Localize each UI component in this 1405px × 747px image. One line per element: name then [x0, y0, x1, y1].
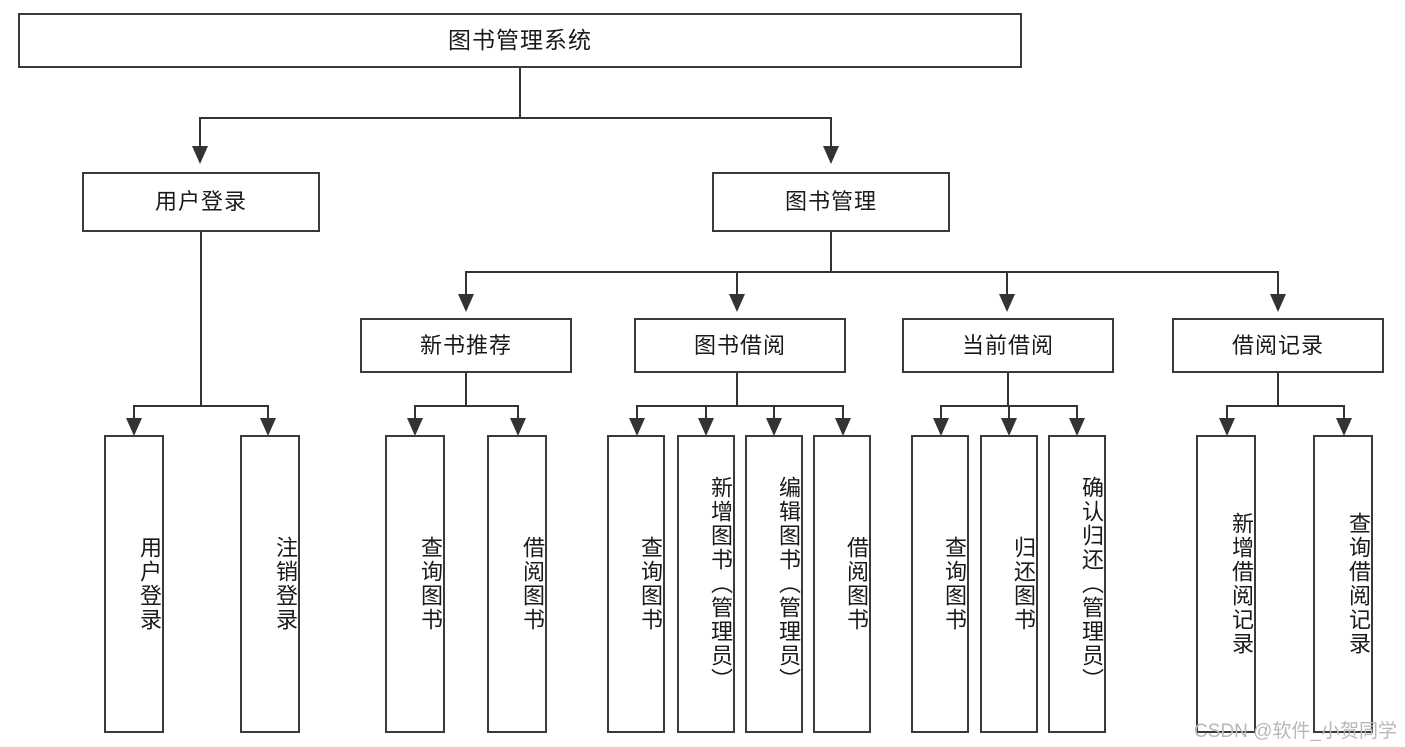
connector-level2-drop-0: [465, 271, 467, 297]
arrow-to-user-login: [192, 146, 208, 164]
connector-borrow-record-bar: [1226, 405, 1344, 407]
connector-new-book-stem: [465, 373, 467, 406]
arrow-to-new-book-recommend: [458, 294, 474, 312]
leaf-user-login-0[interactable]: 用户登录: [104, 435, 164, 733]
node-borrow-record[interactable]: 借阅记录: [1172, 318, 1384, 373]
leaf-book-borrow-2[interactable]: 编辑图书（管理员）: [745, 435, 803, 733]
connector-current-borrow-drop-1: [1008, 405, 1010, 423]
node-user-login[interactable]: 用户登录: [82, 172, 320, 232]
arrow-to-book-borrow-leaf-1: [698, 418, 714, 436]
node-current-borrow[interactable]: 当前借阅: [902, 318, 1114, 373]
leaf-new-book-1[interactable]: 借阅图书: [487, 435, 547, 733]
connector-level2-drop-3: [1277, 271, 1279, 297]
arrow-to-new-book-leaf-0: [407, 418, 423, 436]
leaf-borrow-record-0[interactable]: 新增借阅记录: [1196, 435, 1256, 733]
arrow-to-book-borrow-leaf-0: [629, 418, 645, 436]
leaf-book-borrow-3[interactable]: 借阅图书: [813, 435, 871, 733]
arrow-to-user-login-leaf-1: [260, 418, 276, 436]
connector-book-borrow-drop-2: [773, 405, 775, 423]
leaf-book-borrow-0[interactable]: 查询图书: [607, 435, 665, 733]
arrow-to-borrow-record: [1270, 294, 1286, 312]
connector-new-book-drop-1: [517, 405, 519, 423]
connector-user-login-drop-2: [267, 405, 269, 423]
connector-book-manage-stem: [830, 232, 832, 272]
node-root-system[interactable]: 图书管理系统: [18, 13, 1022, 68]
connector-book-borrow-drop-3: [842, 405, 844, 423]
connector-book-borrow-stem: [736, 373, 738, 406]
arrow-to-borrow-record-leaf-0: [1219, 418, 1235, 436]
node-book-borrow[interactable]: 图书借阅: [634, 318, 846, 373]
connector-borrow-record-drop-1: [1343, 405, 1345, 423]
connector-level1-drop-user: [199, 117, 201, 149]
arrow-to-book-borrow-leaf-3: [835, 418, 851, 436]
arrow-to-book-borrow-leaf-2: [766, 418, 782, 436]
connector-root-stem: [519, 68, 521, 117]
connector-user-login-stem: [200, 232, 202, 406]
connector-level2-drop-2: [1006, 271, 1008, 297]
connector-current-borrow-drop-0: [940, 405, 942, 423]
csdn-watermark: CSDN @软件_小贺同学: [1194, 721, 1397, 742]
leaf-new-book-0[interactable]: 查询图书: [385, 435, 445, 733]
node-new-book-recommend[interactable]: 新书推荐: [360, 318, 572, 373]
leaf-current-borrow-0[interactable]: 查询图书: [911, 435, 969, 733]
connector-user-login-bar: [133, 405, 268, 407]
arrow-to-book-manage: [823, 146, 839, 164]
connector-current-borrow-drop-2: [1076, 405, 1078, 423]
arrow-to-current-borrow-leaf-1: [1001, 418, 1017, 436]
connector-borrow-record-stem: [1277, 373, 1279, 406]
connector-book-borrow-drop-0: [636, 405, 638, 423]
connector-level1-drop-book: [830, 117, 832, 149]
arrow-to-book-borrow: [729, 294, 745, 312]
arrow-to-borrow-record-leaf-1: [1336, 418, 1352, 436]
leaf-current-borrow-1[interactable]: 归还图书: [980, 435, 1038, 733]
connector-borrow-record-drop-0: [1226, 405, 1228, 423]
arrow-to-current-borrow: [999, 294, 1015, 312]
connector-book-borrow-drop-1: [705, 405, 707, 423]
connector-level1-bar: [199, 117, 832, 119]
connector-book-borrow-bar: [636, 405, 843, 407]
arrow-to-user-login-leaf-0: [126, 418, 142, 436]
connector-new-book-bar: [414, 405, 518, 407]
arrow-to-current-borrow-leaf-0: [933, 418, 949, 436]
node-book-management[interactable]: 图书管理: [712, 172, 950, 232]
leaf-user-login-1[interactable]: 注销登录: [240, 435, 300, 733]
arrow-to-current-borrow-leaf-2: [1069, 418, 1085, 436]
connector-new-book-drop-0: [414, 405, 416, 423]
leaf-borrow-record-1[interactable]: 查询借阅记录: [1313, 435, 1373, 733]
leaf-current-borrow-2[interactable]: 确认归还（管理员）: [1048, 435, 1106, 733]
connector-level2-drop-1: [736, 271, 738, 297]
arrow-to-new-book-leaf-1: [510, 418, 526, 436]
leaf-book-borrow-1[interactable]: 新增图书（管理员）: [677, 435, 735, 733]
connector-current-borrow-stem: [1007, 373, 1009, 406]
connector-level2-bar: [465, 271, 1278, 273]
connector-user-login-drop-1: [133, 405, 135, 423]
